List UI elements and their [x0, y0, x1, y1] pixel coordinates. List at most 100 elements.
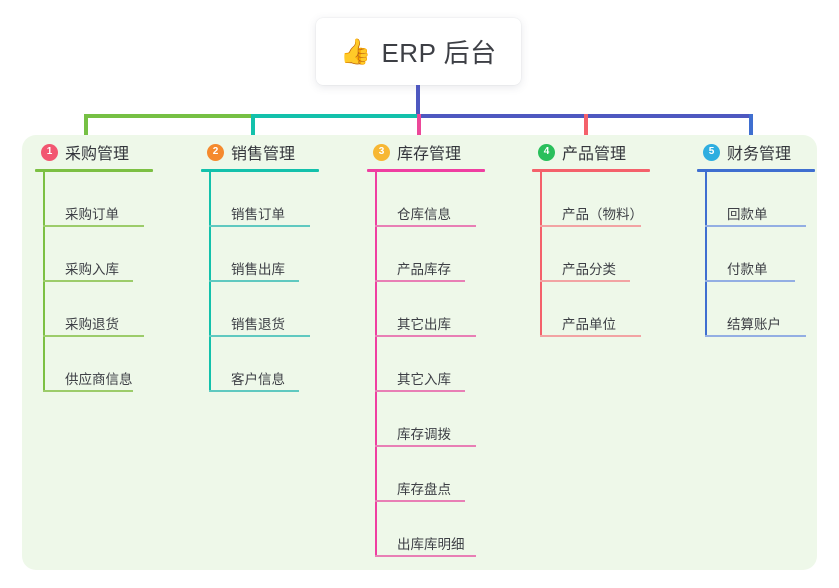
branch-column-5: 5 财务管理回款单付款单结算账户 [695, 135, 839, 337]
branch-header-5[interactable]: 5 财务管理 [695, 135, 839, 169]
branch-item-list: 回款单付款单结算账户 [705, 172, 839, 337]
branch-item-label: 出库库明细 [397, 537, 465, 552]
branch-column-4: 4 产品管理产品（物料） 产品分类产品单位 [530, 135, 700, 337]
connector-bar-segment-1 [84, 114, 253, 118]
branch-item[interactable]: 其它出库 [375, 282, 535, 337]
branch-item[interactable]: 客户信息 [209, 337, 369, 392]
branch-header-underline [201, 169, 319, 172]
branch-spine [375, 172, 377, 557]
branch-item-underline [43, 390, 133, 392]
branch-item-label: 客户信息 [231, 372, 285, 387]
branch-item[interactable]: 产品库存 [375, 227, 535, 282]
branch-item-label: 采购退货 [65, 317, 119, 332]
branch-title: 库存管理 [397, 146, 462, 163]
branch-item[interactable]: 供应商信息 [43, 337, 203, 392]
branch-item-label: 销售订单 [231, 207, 285, 222]
branch-title: 销售管理 [231, 146, 296, 163]
branch-item-underline [43, 335, 144, 337]
branch-item[interactable]: 销售退货 [209, 282, 369, 337]
branch-item-list: 采购订单采购入库采购退货供应商信息 [43, 172, 203, 392]
branch-item-label: 采购订单 [65, 207, 119, 222]
branch-item-underline [540, 335, 641, 337]
connector-drop-1 [84, 114, 88, 144]
branch-item-label: 销售退货 [231, 317, 285, 332]
branch-item-underline [43, 225, 144, 227]
branch-item[interactable]: 产品分类 [540, 227, 700, 282]
branch-number-badge: 4 [538, 143, 555, 161]
branch-item[interactable]: 采购退货 [43, 282, 203, 337]
branch-item-underline [375, 555, 476, 557]
branch-item[interactable]: 仓库信息 [375, 172, 535, 227]
branch-item-label: 仓库信息 [397, 207, 451, 222]
connector-drop-3 [417, 114, 421, 144]
branch-title: 财务管理 [727, 146, 792, 163]
branch-spine [43, 172, 45, 392]
branch-spine [540, 172, 542, 337]
branch-item-label: 库存调拨 [397, 427, 451, 442]
branch-item-underline [375, 225, 476, 227]
branch-item-label: 产品库存 [397, 262, 451, 277]
branch-item-label: 库存盘点 [397, 482, 451, 497]
branch-title: 产品管理 [562, 146, 627, 163]
branch-item-list: 仓库信息产品库存其它出库其它入库库存调拨库存盘点出库库明细 [375, 172, 535, 557]
branch-item-label: 产品分类 [562, 262, 616, 277]
branch-item-label: 产品（物料） [562, 207, 643, 222]
content-panel [22, 135, 817, 570]
branch-item-label: 付款单 [727, 262, 768, 277]
branch-item-label: 销售出库 [231, 262, 285, 277]
branch-item-label: 回款单 [727, 207, 768, 222]
branch-header-2[interactable]: 2 销售管理 [199, 135, 369, 169]
branch-item-label: 产品单位 [562, 317, 616, 332]
branch-number-badge: 1 [41, 143, 58, 161]
connector-root-vertical [416, 85, 420, 117]
branch-header-underline [367, 169, 485, 172]
connector-drop-5 [749, 114, 753, 144]
branch-item[interactable]: 产品单位 [540, 282, 700, 337]
branch-header-underline [35, 169, 153, 172]
branch-header-4[interactable]: 4 产品管理 [530, 135, 700, 169]
branch-item[interactable]: 出库库明细 [375, 502, 535, 557]
branch-item[interactable]: 付款单 [705, 227, 839, 282]
branch-item[interactable]: 其它入库 [375, 337, 535, 392]
branch-number-badge: 5 [703, 143, 720, 161]
branch-item[interactable]: 销售出库 [209, 227, 369, 282]
connector-bar-segment-2 [251, 114, 419, 118]
branch-item[interactable]: 库存盘点 [375, 447, 535, 502]
branch-item-underline [375, 390, 465, 392]
connector-drop-4 [584, 114, 588, 144]
branch-item-underline [209, 335, 310, 337]
branch-item-label: 其它出库 [397, 317, 451, 332]
branch-item[interactable]: 结算账户 [705, 282, 839, 337]
branch-number-badge: 2 [207, 143, 224, 161]
branch-header-underline [532, 169, 650, 172]
branch-column-1: 1 采购管理采购订单采购入库采购退货供应商信息 [33, 135, 203, 392]
branch-item[interactable]: 产品（物料） [540, 172, 700, 227]
branch-item-label: 其它入库 [397, 372, 451, 387]
branch-item-underline [209, 225, 310, 227]
branch-item[interactable]: 库存调拨 [375, 392, 535, 447]
branch-item-list: 销售订单销售出库销售退货客户信息 [209, 172, 369, 392]
branch-item[interactable]: 采购订单 [43, 172, 203, 227]
branch-title: 采购管理 [65, 146, 130, 163]
branch-header-1[interactable]: 1 采购管理 [33, 135, 203, 169]
branch-item-label: 结算账户 [727, 317, 781, 332]
branch-item[interactable]: 回款单 [705, 172, 839, 227]
branch-item-underline [375, 335, 476, 337]
branch-item-underline [705, 335, 806, 337]
branch-item-underline [209, 390, 299, 392]
branch-item-underline [705, 225, 806, 227]
branch-item-label: 供应商信息 [65, 372, 133, 387]
branch-item-underline [209, 280, 299, 282]
branch-column-2: 2 销售管理销售订单销售出库销售退货客户信息 [199, 135, 369, 392]
branch-item[interactable]: 销售订单 [209, 172, 369, 227]
root-node[interactable]: 👍 ERP 后台 [316, 18, 521, 85]
branch-item-underline [375, 280, 465, 282]
root-title: ERP 后台 [381, 38, 497, 68]
branch-item[interactable]: 采购入库 [43, 227, 203, 282]
branch-item-underline [375, 500, 465, 502]
branch-spine [705, 172, 707, 337]
